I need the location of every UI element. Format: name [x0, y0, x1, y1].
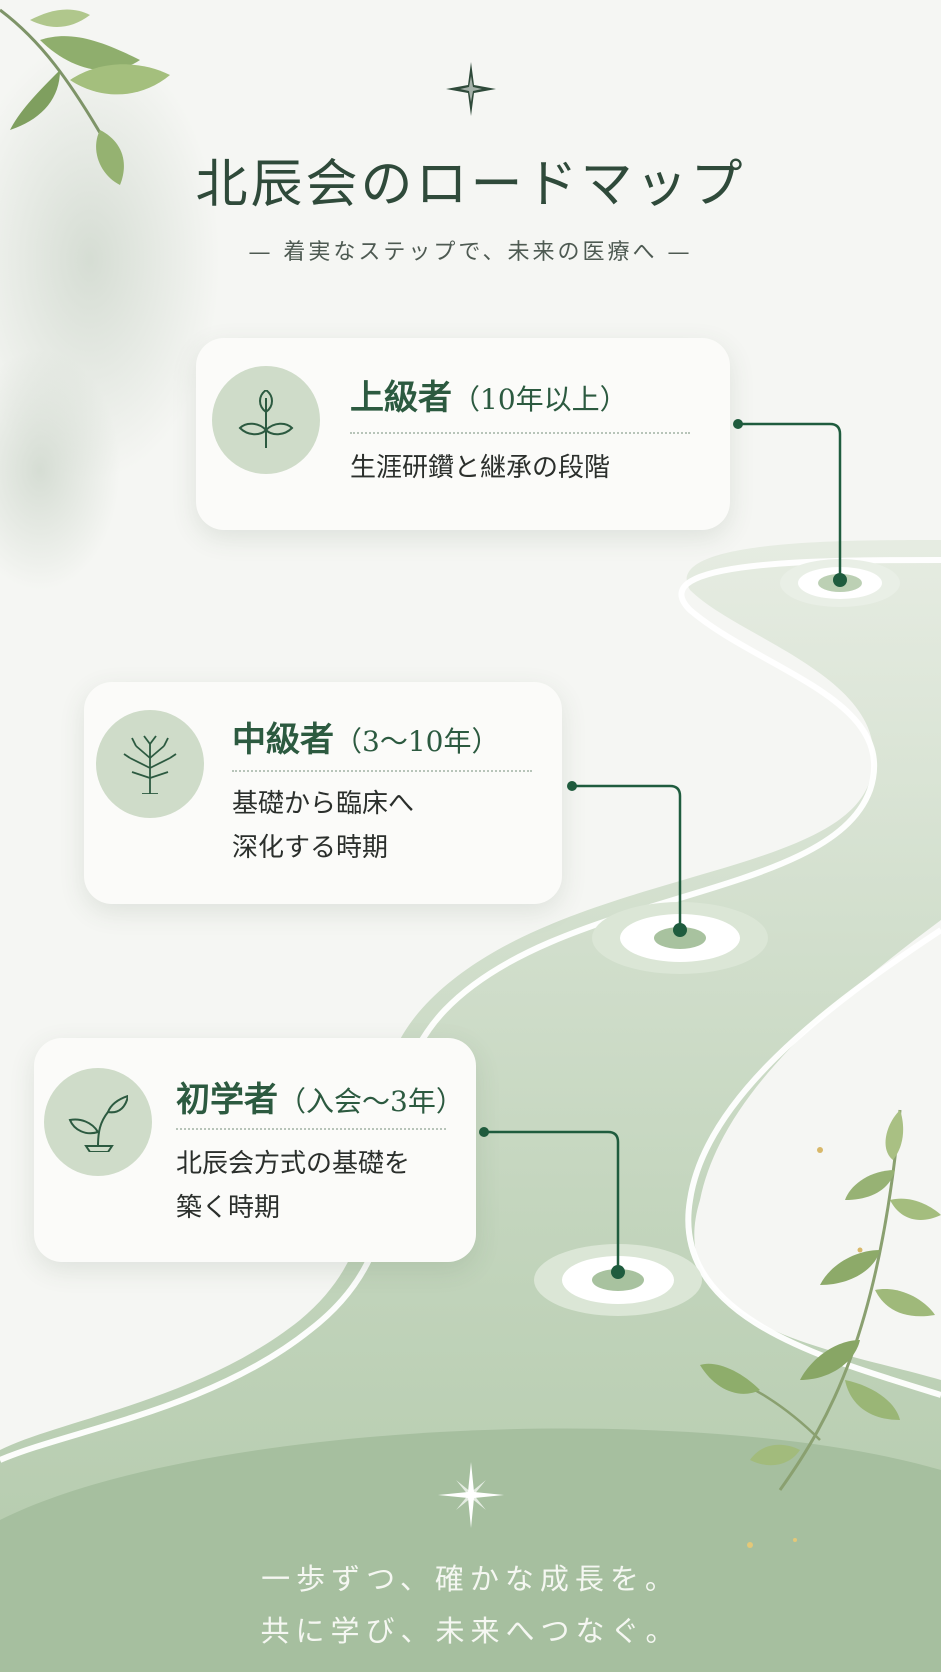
stage-title: 上級者（10年以上）: [350, 370, 628, 419]
milestone-marker-advanced: [780, 559, 900, 607]
stage-years: （3〜10年）: [334, 725, 500, 758]
milestone-marker-intermediate: [592, 902, 768, 974]
card-divider: [176, 1128, 446, 1130]
description-line: 北辰会方式の基礎を: [176, 1149, 411, 1179]
footer-hill: [0, 1428, 941, 1672]
seedling-icon: [44, 1068, 152, 1176]
connector-line-beginner: [484, 1130, 620, 1270]
leaf-sprig-icon: [212, 366, 320, 474]
foliage-shadow: [0, 350, 120, 590]
footer-message-line-2: 共に学び、未来へつなぐ。: [260, 1614, 681, 1648]
sparkle-icon: [438, 1462, 504, 1528]
compass-star-icon: [446, 62, 496, 116]
page-title: 北辰会のロードマップ: [195, 155, 746, 215]
card-divider: [350, 432, 690, 434]
stage-years: （10年以上）: [452, 383, 628, 416]
footer-message-line-1: 一歩ずつ、確かな成長を。: [261, 1562, 680, 1596]
stage-description: 生涯研鑽と継承の段階: [350, 446, 610, 490]
stage-years: （入会〜3年）: [278, 1085, 464, 1118]
stage-name: 中級者: [232, 720, 334, 760]
stage-title: 初学者（入会〜3年）: [176, 1072, 464, 1121]
stage-description: 基礎から臨床へ 深化する時期: [232, 782, 414, 870]
stage-description: 北辰会方式の基礎を 築く時期: [176, 1142, 410, 1230]
tree-icon: [96, 710, 204, 818]
card-divider: [232, 770, 532, 772]
stage-card-beginner: 初学者（入会〜3年） 北辰会方式の基礎を 築く時期: [34, 1038, 476, 1262]
connector-line-intermediate: [572, 784, 682, 928]
description-line: 深化する時期: [232, 833, 389, 863]
page-subtitle: — 着実なステップで、未来の医療へ —: [248, 240, 693, 265]
connector-line-advanced: [738, 422, 842, 578]
description-line: 築く時期: [176, 1193, 281, 1223]
description-line: 生涯研鑽と継承の段階: [350, 453, 611, 483]
stage-card-advanced: 上級者（10年以上） 生涯研鑽と継承の段階: [196, 338, 730, 530]
milestone-marker-beginner: [534, 1244, 702, 1316]
leaf-branch-bottom-right: [700, 1109, 941, 1548]
description-line: 基礎から臨床へ: [232, 789, 415, 819]
stage-name: 上級者: [350, 378, 452, 418]
stage-name: 初学者: [176, 1080, 278, 1120]
leaf-branch-top-left: [0, 8, 170, 185]
stage-title: 中級者（3〜10年）: [232, 712, 499, 761]
stage-card-intermediate: 中級者（3〜10年） 基礎から臨床へ 深化する時期: [84, 682, 562, 904]
